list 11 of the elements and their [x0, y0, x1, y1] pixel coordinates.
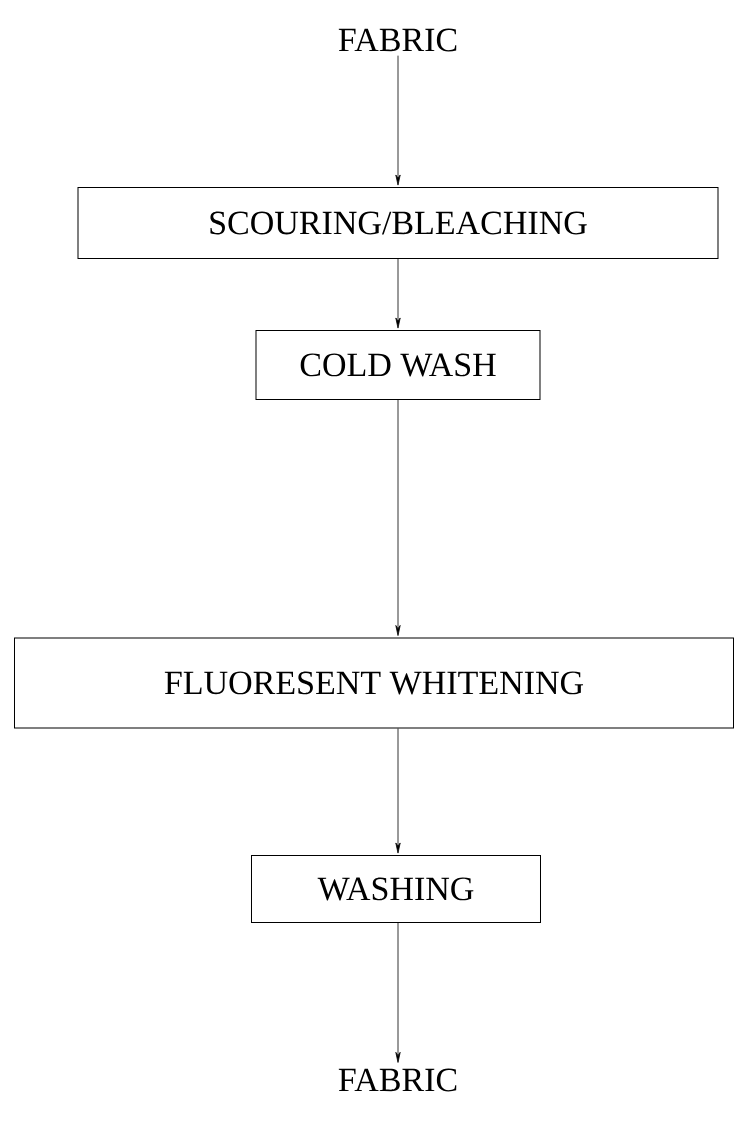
arrow	[395, 258, 401, 329]
arrow	[395, 55, 401, 186]
process-box: FLUORESENT WHITENING	[14, 637, 734, 729]
process-box: COLD WASH	[255, 330, 541, 400]
process-box: WASHING	[251, 855, 541, 923]
arrow	[395, 399, 401, 636]
arrow	[395, 922, 401, 1063]
material-label: FABRIC	[338, 1068, 457, 1092]
arrow	[395, 728, 401, 854]
material-label: FABRIC	[338, 28, 457, 52]
process-box: SCOURING/BLEACHING	[77, 187, 719, 259]
